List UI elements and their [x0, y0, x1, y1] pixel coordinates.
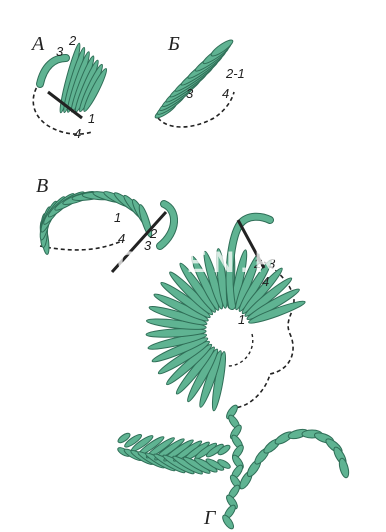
- figure-b-number-2-1: 2-1: [225, 66, 245, 81]
- figure-v-number-1: 1: [114, 210, 121, 225]
- figure-v-number-4: 4: [118, 231, 125, 246]
- figure-a-number-2: 2: [68, 33, 77, 48]
- figure-a-number-4: 4: [74, 126, 81, 141]
- figure-g-inner-outline: [228, 334, 253, 366]
- figure-g-tendril-stitch: [338, 457, 351, 478]
- figure-g-right-tendril: [238, 428, 351, 491]
- figure-a: А 3 2 1 4: [30, 33, 109, 141]
- figure-v-label: В: [36, 175, 48, 197]
- figure-b: Б 2-1 3 4: [153, 33, 244, 127]
- figure-b-stitches: [153, 38, 234, 121]
- figure-b-number-4: 4: [222, 86, 229, 101]
- figure-a-label: А: [30, 33, 45, 55]
- figure-b-number-3: 3: [186, 86, 194, 101]
- figure-g-left-leaf: [116, 432, 231, 477]
- figure-g-number-1: 1: [238, 312, 245, 327]
- figure-g-label: Г: [203, 507, 217, 529]
- figure-a-number-3: 3: [56, 44, 64, 59]
- figure-b-label: Б: [167, 33, 180, 55]
- figure-a-stitches: [57, 42, 109, 113]
- figure-a-number-1: 1: [88, 111, 95, 126]
- watermark: DOCS-EN.RU: [60, 246, 310, 279]
